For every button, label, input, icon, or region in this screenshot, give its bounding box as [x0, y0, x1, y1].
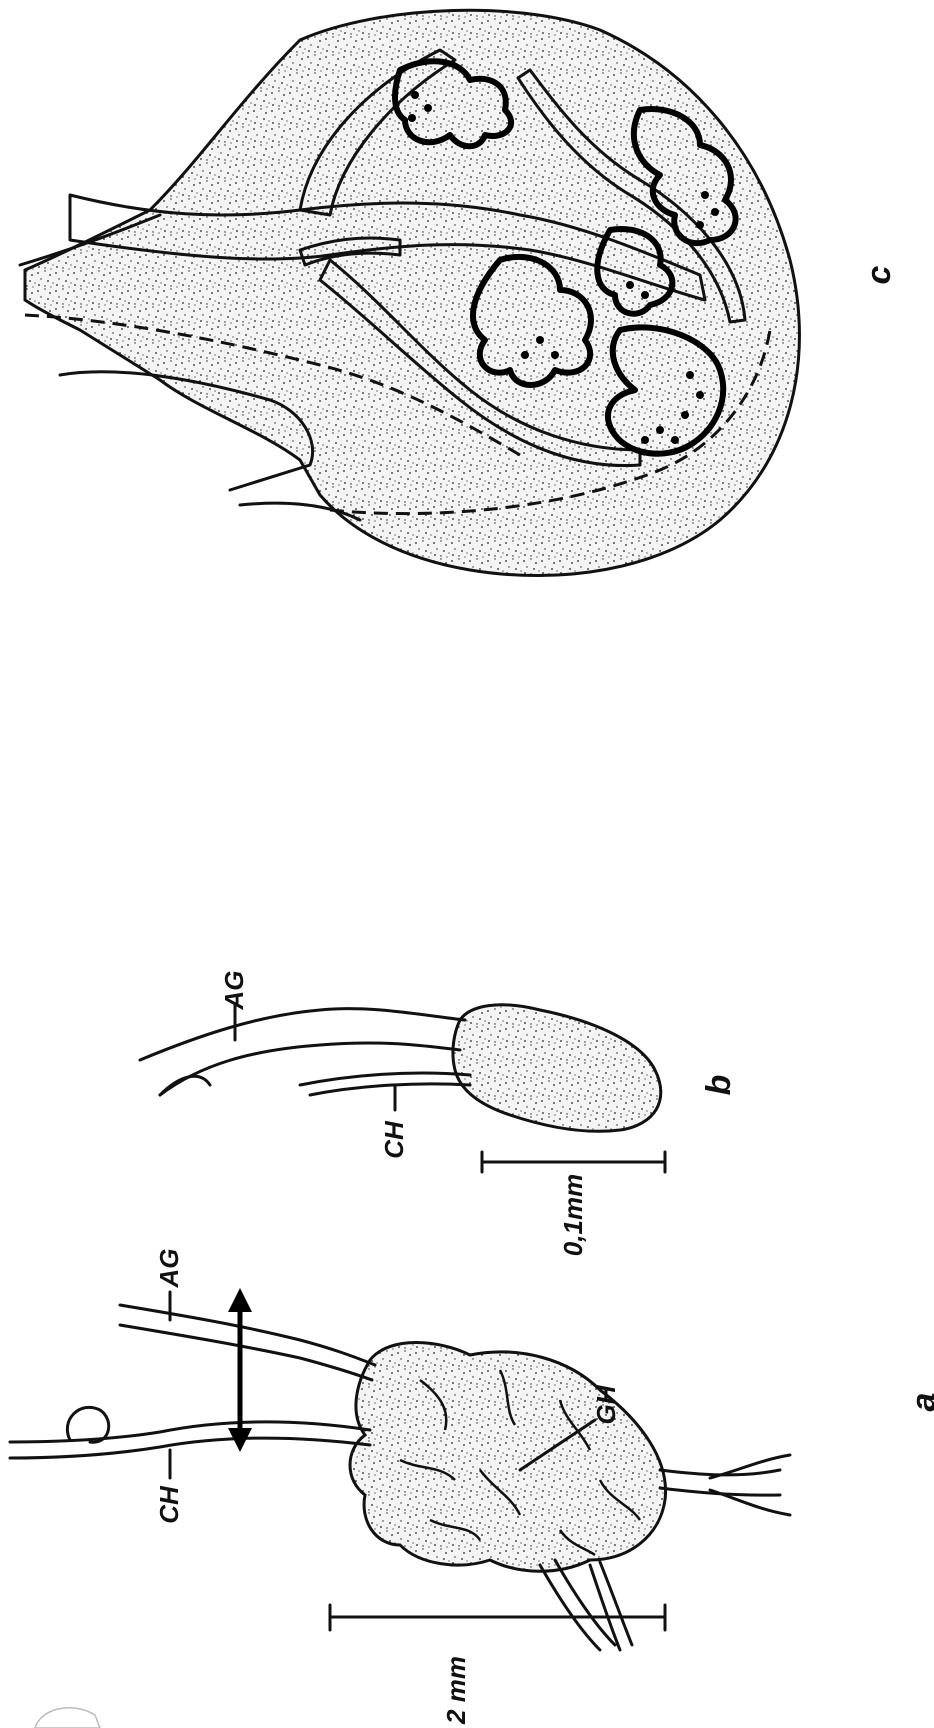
panel-a-gland-body	[350, 1343, 666, 1572]
panel-a-ag-vessel	[120, 1305, 375, 1365]
panel-b-ag-label: AG	[219, 971, 249, 1011]
panel-b-scale-label: 0,1mm	[558, 1174, 588, 1256]
panel-b-ch-vessel-inner	[310, 1084, 470, 1095]
panel-a-letter: a	[905, 1393, 934, 1412]
panel-a-gh-label: GH	[591, 1384, 621, 1424]
panel-c-letter: c	[860, 265, 898, 284]
panel-b-ch-label: CH	[379, 1120, 409, 1159]
panel-b-drawing: AG CH 0,1mm b	[140, 971, 738, 1257]
panel-a-ag-label: AG	[154, 1249, 184, 1289]
panel-a-arrow-head-top	[228, 1288, 252, 1312]
panel-a-ag-vessel-inner	[120, 1325, 372, 1380]
panel-a-drawing: AG CH GH 2 mm a	[10, 1249, 934, 1725]
panel-b-tissue-mass	[453, 1005, 661, 1132]
panel-a-scale-label: 2 mm	[441, 1656, 471, 1725]
panel-a-ch-label: CH	[154, 1485, 184, 1524]
panel-a-lower-vessels	[540, 1560, 632, 1650]
stamp-mark	[35, 1708, 100, 1728]
panel-b-ag-vessel	[140, 1009, 465, 1060]
panel-c-drawing: c	[20, 10, 898, 575]
panel-a-coil	[67, 1407, 108, 1442]
panel-a-outflow-fork	[710, 1455, 790, 1515]
panel-b-letter: b	[700, 1075, 738, 1096]
panel-b-ag-vessel-inner	[160, 1043, 460, 1095]
panel-b-branch	[160, 1076, 210, 1095]
